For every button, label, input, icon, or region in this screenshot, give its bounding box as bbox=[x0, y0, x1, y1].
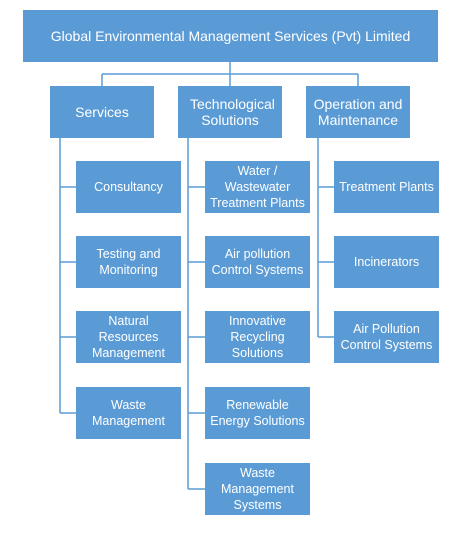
operation-item: Air Pollution Control Systems bbox=[334, 311, 439, 363]
technological-item-label: Innovative Recycling Solutions bbox=[229, 314, 286, 360]
operation-item-label: Air Pollution Control Systems bbox=[340, 322, 433, 352]
column-services: Services bbox=[50, 86, 154, 138]
column-technological-label: Technological Solutions bbox=[190, 96, 275, 128]
column-operation-label: Operation and Maintenance bbox=[313, 96, 403, 128]
services-item: Testing and Monitoring bbox=[76, 236, 181, 288]
operation-item-label: Incinerators bbox=[353, 255, 420, 269]
technological-item-label: Waste Management Systems bbox=[221, 466, 294, 512]
operation-item-label: Treatment Plants bbox=[339, 180, 434, 194]
technological-item: Renewable Energy Solutions bbox=[205, 387, 310, 439]
technological-item: Water / Wastewater Treatment Plants bbox=[205, 161, 310, 213]
technological-item: Innovative Recycling Solutions bbox=[205, 311, 310, 363]
technological-item-label: Renewable Energy Solutions bbox=[210, 398, 305, 428]
column-operation-and-maintenance: Operation and Maintenance bbox=[306, 86, 410, 138]
technological-item-label: Water / Wastewater Treatment Plants bbox=[210, 164, 305, 210]
column-services-label: Services bbox=[75, 104, 129, 120]
technological-item: Air pollution Control Systems bbox=[205, 236, 310, 288]
operation-item: Incinerators bbox=[334, 236, 439, 288]
technological-item: Waste Management Systems bbox=[205, 463, 310, 515]
root-box: Global Environmental Management Services… bbox=[23, 10, 438, 62]
services-item-label: Waste Management bbox=[92, 398, 165, 428]
column-technological-solutions: Technological Solutions bbox=[178, 86, 282, 138]
services-item: Waste Management bbox=[76, 387, 181, 439]
services-item-label: Testing and Monitoring bbox=[96, 247, 161, 277]
services-item-label: Consultancy bbox=[94, 180, 163, 194]
operation-item: Treatment Plants bbox=[334, 161, 439, 213]
technological-item-label: Air pollution Control Systems bbox=[211, 247, 304, 277]
root-label: Global Environmental Management Services… bbox=[50, 28, 411, 44]
services-item-label: Natural Resources Management bbox=[92, 314, 165, 360]
services-item: Consultancy bbox=[76, 161, 181, 213]
services-item: Natural Resources Management bbox=[76, 311, 181, 363]
